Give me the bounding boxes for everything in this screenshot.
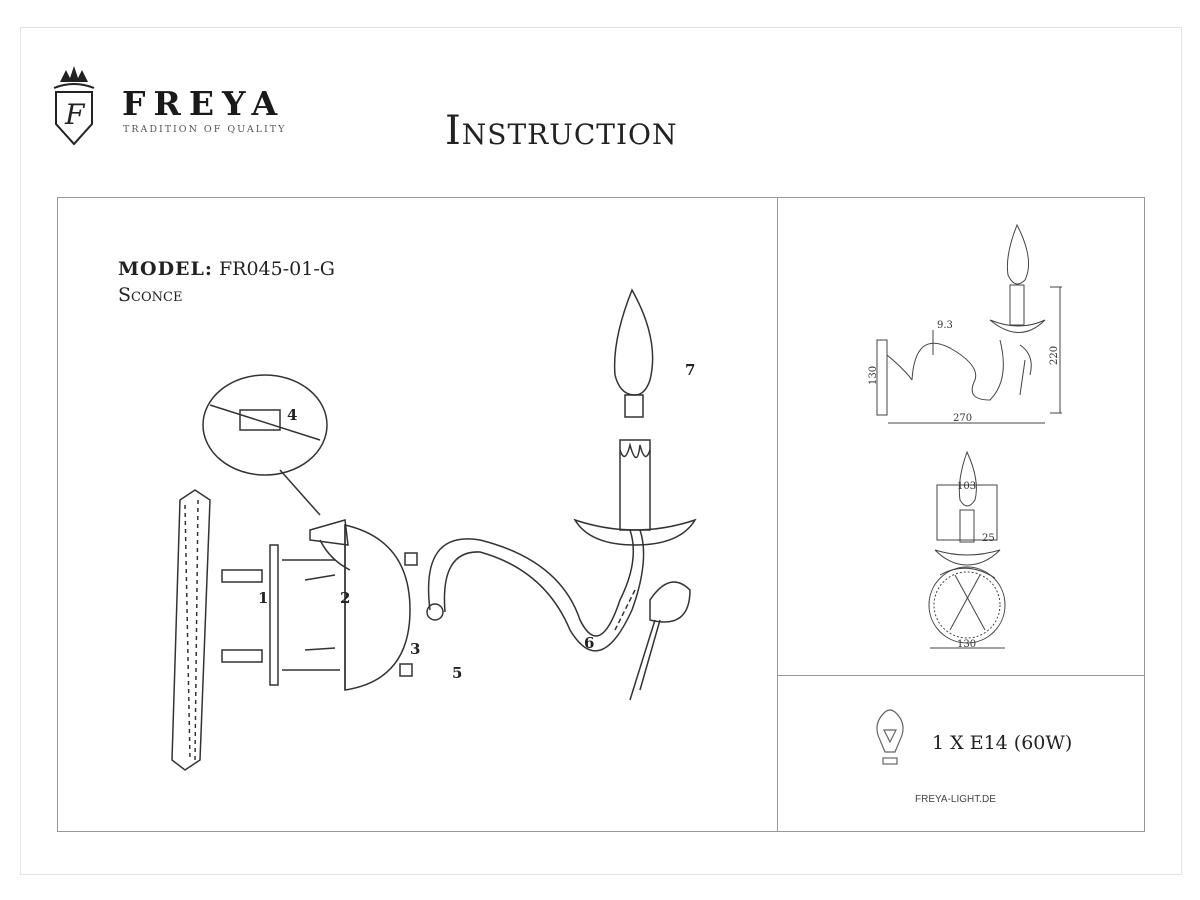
model-value: FR045-01-G bbox=[218, 258, 335, 280]
freya-crest-logo: F bbox=[53, 66, 95, 146]
page-frame bbox=[20, 27, 1182, 875]
product-type: Sconce bbox=[118, 284, 183, 306]
model-line: MODEL: FR045-01-G bbox=[118, 258, 335, 280]
page-title: Instruction bbox=[445, 108, 678, 154]
model-label: MODEL: bbox=[118, 258, 213, 280]
content-box bbox=[57, 197, 1145, 832]
panel-divider-horizontal bbox=[777, 675, 1144, 676]
svg-text:F: F bbox=[64, 98, 86, 131]
website-text: FREYA-LIGHT.DE bbox=[915, 794, 996, 805]
brand-tagline: TRADITION OF QUALITY bbox=[123, 124, 287, 135]
brand-name: FREYA bbox=[122, 84, 286, 123]
lamp-spec: 1 X E14 (60W) bbox=[932, 732, 1073, 754]
panel-divider-vertical bbox=[777, 197, 778, 831]
